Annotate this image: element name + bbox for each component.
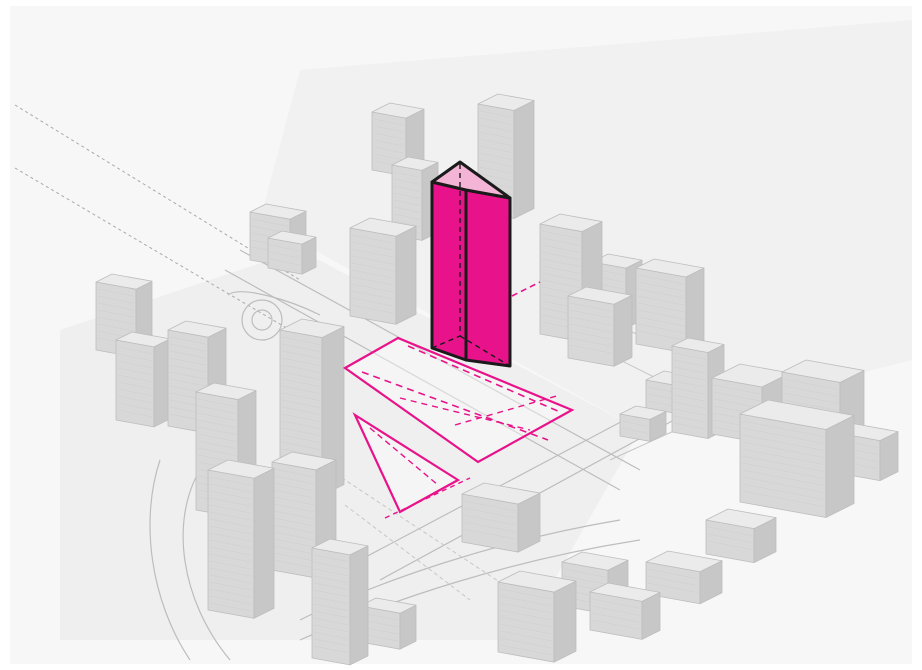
tower-left-face bbox=[432, 182, 466, 360]
context-building-18 bbox=[620, 406, 666, 441]
building-right-face bbox=[514, 100, 534, 218]
building-right-face bbox=[350, 546, 368, 665]
context-building-28 bbox=[208, 460, 274, 618]
context-building-6 bbox=[350, 218, 416, 324]
context-building-11 bbox=[568, 287, 632, 366]
building-left-face bbox=[636, 268, 686, 353]
building-right-face bbox=[554, 581, 576, 662]
building-right-face bbox=[826, 415, 854, 517]
context-building-29 bbox=[590, 583, 660, 639]
context-building-31 bbox=[498, 571, 576, 662]
context-building-21 bbox=[740, 400, 854, 517]
proposed-tower-prism bbox=[432, 162, 510, 366]
building-right-face bbox=[614, 295, 632, 366]
building-left-face bbox=[740, 414, 826, 517]
building-left-face bbox=[272, 462, 316, 578]
context-building-32 bbox=[312, 539, 368, 665]
context-building-5 bbox=[268, 231, 316, 274]
context-building-24 bbox=[706, 509, 776, 563]
context-building-23 bbox=[462, 483, 540, 552]
tower-right-face bbox=[466, 190, 510, 366]
building-left-face bbox=[672, 346, 708, 438]
building-right-face bbox=[254, 468, 274, 618]
context-building-13 bbox=[116, 332, 170, 427]
building-right-face bbox=[396, 226, 416, 324]
